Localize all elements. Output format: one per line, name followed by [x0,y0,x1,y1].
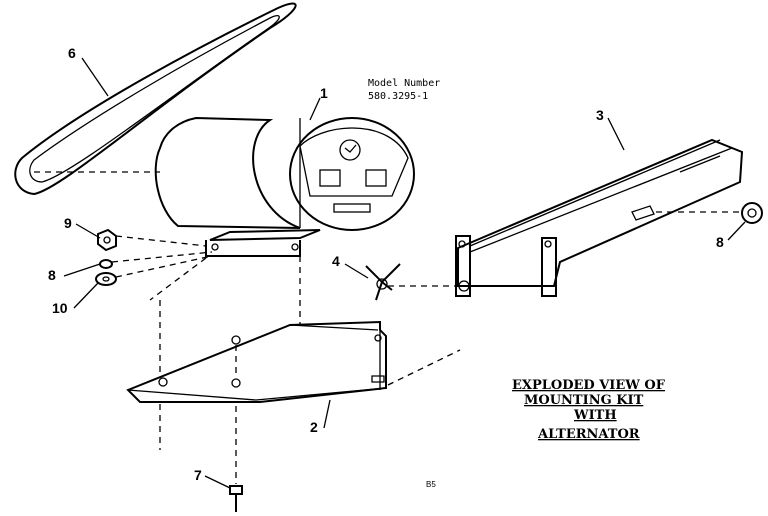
callout-9: 9 [64,215,72,231]
flat-washer [95,272,117,286]
callout-8-washer: 8 [48,267,56,283]
lock-washer [99,259,113,269]
assembly-lines [34,171,742,484]
callout-2: 2 [310,419,318,435]
callout-1: 1 [320,85,328,101]
title-line-4: ALTERNATOR [537,427,640,442]
end-nut [741,202,763,224]
belt [14,2,297,196]
callout-6: 6 [68,45,76,61]
alternator [154,116,415,257]
leader-lines [63,57,746,489]
page-code: B5 [426,480,436,489]
callout-7: 7 [194,467,202,483]
title-line-1: EXPLODED VIEW OF [512,378,666,393]
wing-nut [365,263,401,301]
model-number-label: Model Number [368,78,440,89]
hex-nut [97,228,117,252]
title-line-3: WITH [573,408,617,423]
title-line-2: MOUNTING KIT [524,393,644,408]
callout-8-nut: 8 [716,234,724,250]
mounting-plate [126,320,387,403]
callout-3: 3 [596,107,604,123]
bolt [229,485,243,512]
rail-bracket [455,138,744,297]
model-number-value: 580.3295-1 [368,91,428,102]
callout-10: 10 [52,300,68,316]
callout-4: 4 [332,253,340,269]
